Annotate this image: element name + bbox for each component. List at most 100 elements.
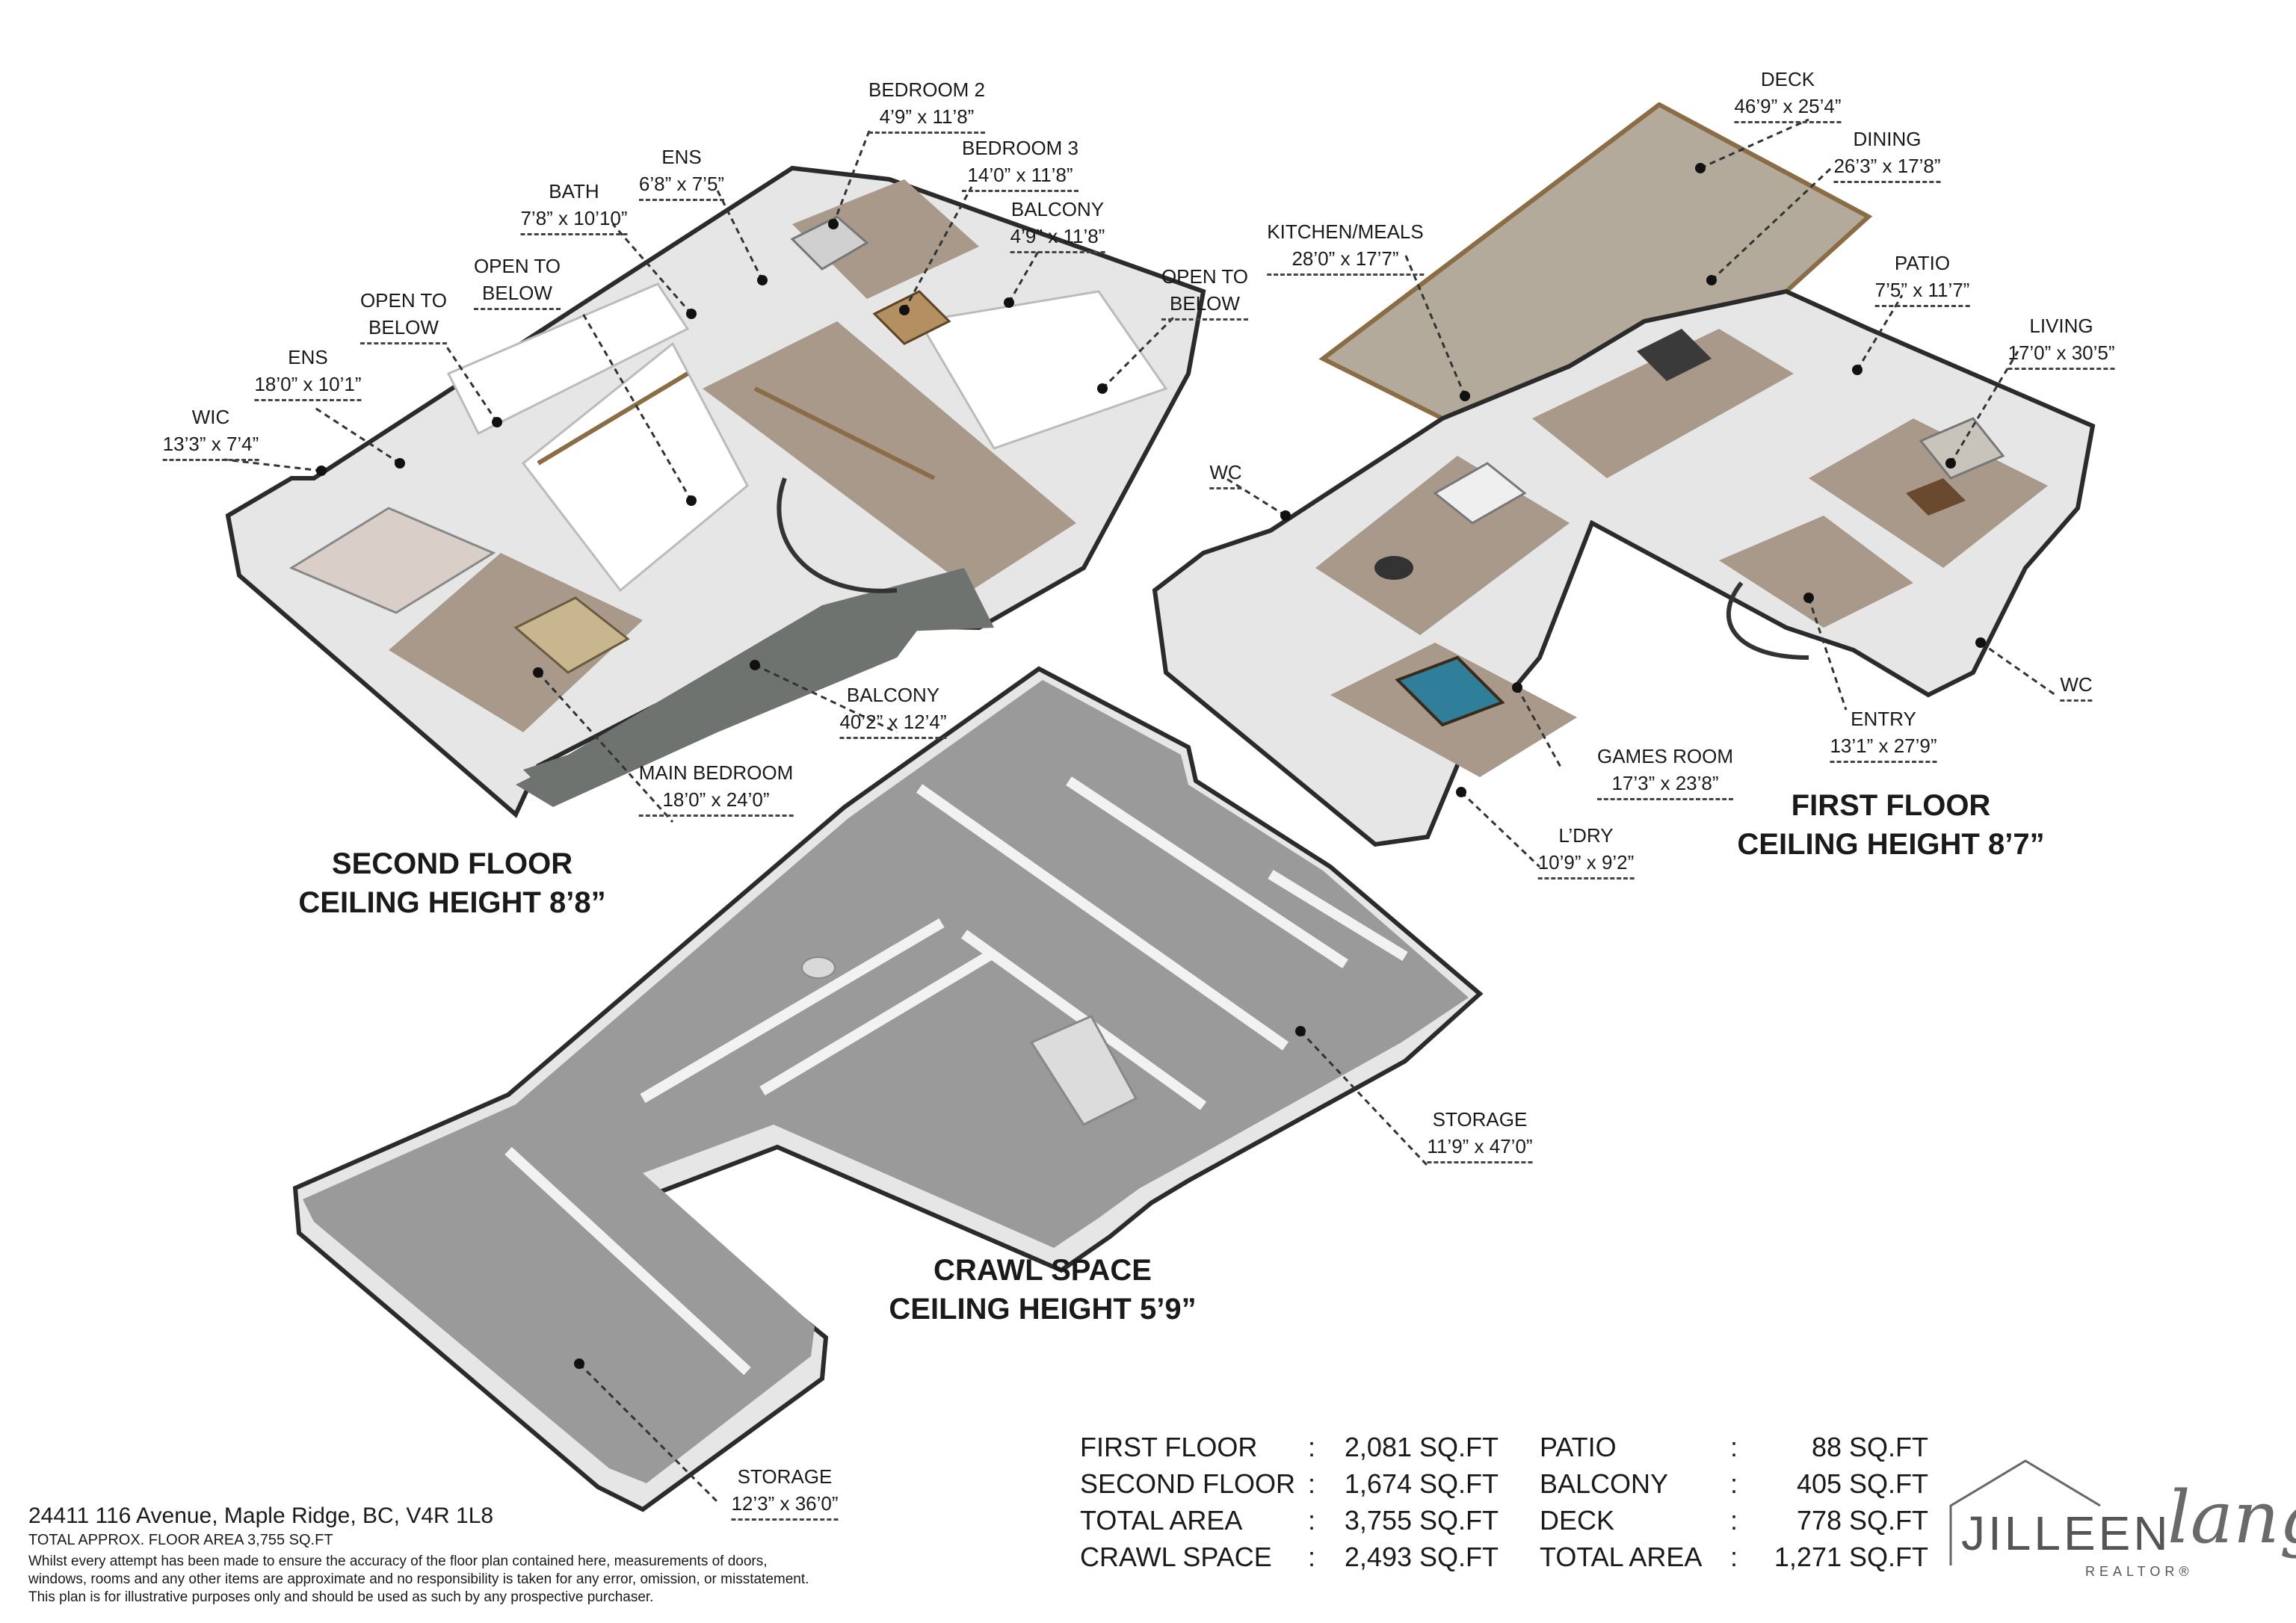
pointer-dot — [1295, 1026, 1306, 1036]
first-floor-plan — [1152, 102, 2096, 847]
interior-area-table: FIRST FLOOR : 2,081 SQ.FT SECOND FLOOR :… — [1080, 1429, 1499, 1575]
room-name-line-2: BEDROOM — [692, 761, 794, 784]
leader-line — [443, 343, 499, 423]
room-label-laundry: L’DRY 10’9” x 9’2” — [1537, 822, 1635, 879]
pointer-dot — [1512, 682, 1522, 693]
pointer-dot — [1097, 383, 1108, 394]
leader-line — [537, 671, 674, 823]
crawl-space-floor — [303, 680, 1469, 1483]
room-dimensions: 18’0” x 10’1” — [254, 371, 362, 401]
leader-line — [1404, 253, 1466, 397]
pointer-dot — [1945, 458, 1956, 469]
kitchen-island — [1433, 462, 1527, 525]
crawl-space-column — [801, 956, 836, 979]
room-dimensions: 13’3” x 7’4” — [162, 430, 259, 461]
area-value: 88 SQ.FT — [1811, 1432, 1928, 1462]
crawl-space-inner-wall — [759, 947, 997, 1096]
room-dimensions: 4’9” x 11’8” — [1010, 223, 1105, 253]
label-leaders — [223, 118, 2056, 1503]
area-name: TOTAL AREA — [1540, 1542, 1703, 1572]
open-to-below-area — [521, 341, 749, 593]
room-label-bedroom-3: BEDROOM 3 14’0” x 11’8” — [961, 135, 1079, 192]
leader-line — [1460, 791, 1541, 868]
room-label-open-to-below-3: OPEN TO BELOW — [1161, 263, 1249, 321]
area-row: DECK : 778 SQ.FT — [1540, 1502, 1928, 1539]
pointer-dot — [395, 458, 405, 469]
leader-line — [1807, 597, 1848, 711]
room-dimensions: 14’0” x 11’8” — [961, 161, 1079, 192]
bedroom-3-bed — [872, 290, 951, 345]
room-dimensions: 46’9” x 25’4” — [1734, 93, 1842, 123]
room-label-entry: ENTRY 13’1” x 27’9” — [1830, 705, 1937, 763]
room-dimensions: 12’3” x 36’0” — [731, 1490, 839, 1521]
room-dimensions: 7’8” x 10’10” — [520, 205, 628, 235]
disclaimer-line: windows, rooms and any other items are a… — [28, 1571, 809, 1587]
room-name: BEDROOM 2 — [868, 78, 986, 101]
area-name: TOTAL AREA — [1080, 1505, 1243, 1536]
pointer-dot — [1695, 163, 1706, 173]
room-label-bedroom-2: BEDROOM 2 4’9” x 11’8” — [868, 76, 986, 134]
floor-ceiling-height: CEILING HEIGHT 5’9” — [889, 1293, 1197, 1326]
entry-curved-wall — [1726, 581, 1809, 660]
area-name: FIRST FLOOR — [1080, 1432, 1258, 1462]
area-name: DECK — [1540, 1505, 1615, 1536]
room-label-patio: PATIO 7’5” x 11’7” — [1874, 250, 1970, 307]
leader-line — [1700, 118, 1809, 170]
leader-line — [1949, 350, 2019, 464]
room-name: LIVING — [2029, 315, 2093, 337]
logo-subtitle: REALTOR® — [2085, 1564, 2194, 1579]
pointer-dot — [686, 309, 697, 319]
room-label-living: LIVING 17’0” x 30’5” — [2008, 312, 2115, 370]
floor-name: CRAWL SPACE — [933, 1254, 1152, 1287]
room-label-ensuite-small: ENS 6’8” x 7’5” — [638, 143, 725, 201]
leader-line — [832, 126, 872, 225]
disclaimer-line: This plan is for illustrative purposes o… — [28, 1589, 654, 1605]
leader-line — [1980, 641, 2056, 696]
area-separator: : — [1729, 1468, 1738, 1499]
area-value: 3,755 SQ.FT — [1344, 1505, 1499, 1536]
room-name: ENS — [661, 146, 702, 168]
room-name: ENTRY — [1851, 708, 1916, 730]
room-name: GAMES ROOM — [1596, 745, 1734, 767]
area-value: 778 SQ.FT — [1796, 1505, 1928, 1536]
leader-line — [313, 406, 401, 465]
deck-railing — [1321, 102, 1661, 361]
area-value: 405 SQ.FT — [1796, 1468, 1928, 1499]
area-value: 2,081 SQ.FT — [1344, 1432, 1499, 1462]
leader-line — [611, 223, 693, 315]
open-to-below-area — [446, 282, 690, 436]
room-name: BEDROOM 3 — [961, 137, 1079, 159]
room-name: DINING — [1853, 128, 1922, 150]
room-dimensions: 13’1” x 27’9” — [1830, 732, 1937, 763]
exterior-area-table: PATIO : 88 SQ.FT BALCONY : 405 SQ.FT DEC… — [1540, 1429, 1928, 1575]
disclaimer: Whilst every attempt has been made to en… — [28, 1553, 970, 1607]
living-coffee-table — [1906, 478, 1966, 516]
room-label-dining: DINING 26’3” x 17’8” — [1833, 126, 1941, 183]
area-value: 1,674 SQ.FT — [1344, 1468, 1499, 1499]
room-label-balcony-small: BALCONY 4’9” x 11’8” — [1010, 196, 1105, 253]
logo-name: JILLEEN — [1961, 1506, 2171, 1560]
room-name: PATIO — [1894, 252, 1951, 274]
room-dimensions: 10’9” x 9’2” — [1537, 849, 1635, 879]
room-name-line-2: BELOW — [473, 279, 561, 310]
room-name: BALCONY — [1010, 198, 1105, 220]
room-dimensions: 6’8” x 7’5” — [638, 170, 725, 201]
second-floor-title: SECOND FLOOR CEILING HEIGHT 8’8” — [298, 844, 605, 922]
pointer-dot — [1803, 593, 1814, 603]
room-label-open-to-below-1: OPEN TO BELOW — [473, 253, 561, 310]
dining-table — [1637, 329, 1712, 381]
leader-line — [1856, 294, 1904, 371]
pointer-dot — [757, 275, 768, 285]
room-name: WC — [1209, 459, 1242, 489]
crawl-space-inner-wall — [1066, 776, 1348, 968]
floor-ceiling-height: CEILING HEIGHT 8’7” — [1737, 828, 2045, 861]
pointer-dot — [1460, 391, 1470, 401]
leader-line — [1516, 687, 1564, 770]
realtor-logo: JILLEEN lang REALTOR® — [1943, 1453, 2296, 1588]
area-name: SECOND FLOOR — [1080, 1468, 1296, 1499]
area-separator: : — [1307, 1432, 1315, 1462]
room-name: MAIN — [638, 761, 688, 784]
pointer-dot — [1706, 275, 1717, 285]
pointer-dot — [686, 495, 697, 506]
room-dimensions: 18’0” x 24’0” — [638, 786, 794, 817]
